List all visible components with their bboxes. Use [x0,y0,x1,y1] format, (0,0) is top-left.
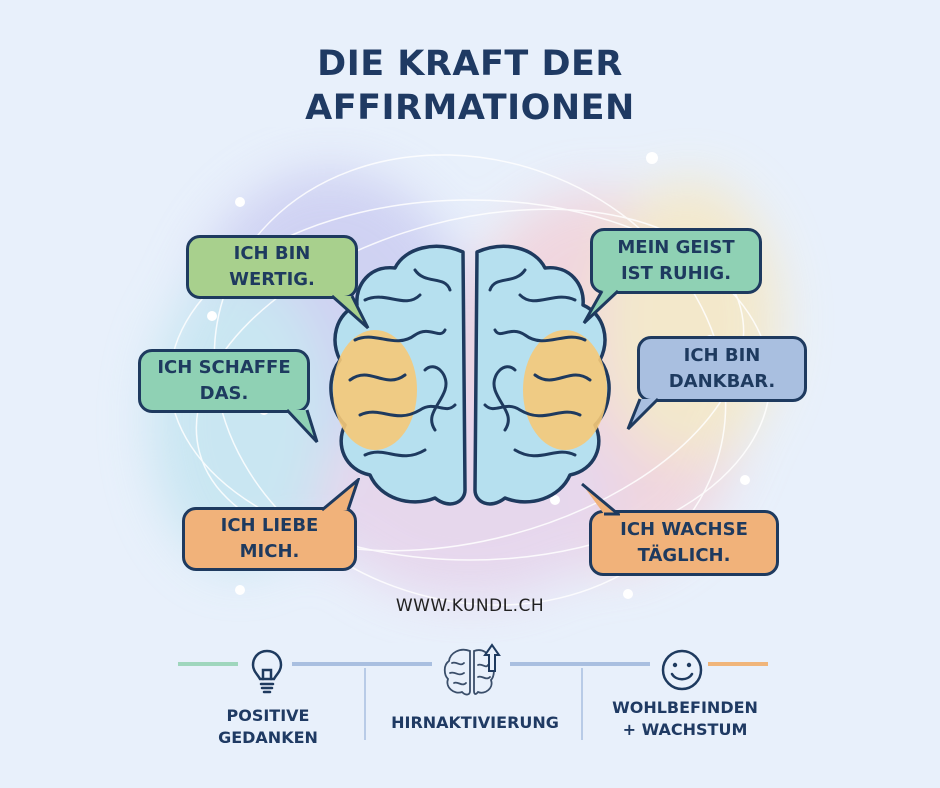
bubble-tail [626,397,660,431]
smiley-icon [661,649,703,691]
affirmation-bubble-liebe: ICH LIEBE MICH. [182,507,357,571]
affirmation-bubble-dankbar: ICH BIN DANKBAR. [637,336,807,402]
footer-label-hirnaktivierung: HIRNAKTIVIERUNG [391,713,559,732]
affirmation-bubble-schaffe: ICH SCHAFFE DAS. [138,349,310,413]
affirmation-bubble-wachse: ICH WACHSE TÄGLICH. [589,510,779,576]
bubble-tail [331,294,370,330]
page-title: DIE KRAFT DER AFFIRMATIONEN [305,44,635,128]
bubble-tail [581,482,620,516]
affirmation-bubble-wertig: ICH BIN WERTIG. [186,235,358,299]
footer-lines [178,662,768,740]
bubble-tail [285,408,319,444]
affirmation-bubble-geist: MEIN GEIST IST RUHIG. [590,228,762,294]
lightbulb-icon [251,649,283,694]
footer-label-positive-gedanken: POSITIVE GEDANKEN [218,706,318,747]
brain-arrow-up-icon [443,643,501,696]
footer-label-wohlbefinden: WOHLBEFINDEN + WACHSTUM [612,698,758,739]
website-url[interactable]: WWW.KUNDL.CH [395,596,545,616]
bubble-tail [321,478,360,512]
brain-illustration [329,244,611,506]
bubble-tail [582,289,620,325]
